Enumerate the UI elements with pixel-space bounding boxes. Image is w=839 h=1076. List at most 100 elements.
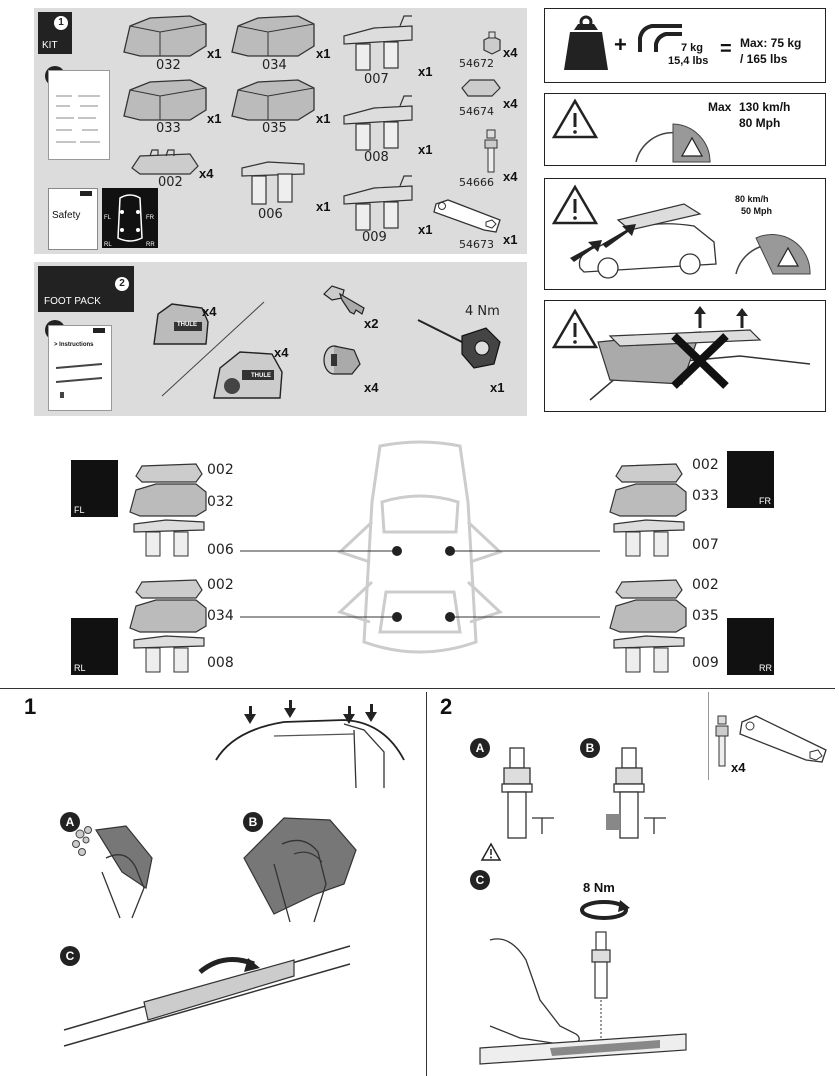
bracket-008-icon — [343, 95, 413, 151]
rr-upper: 002 — [692, 577, 719, 593]
tool-qty: x1 — [490, 380, 505, 395]
corner-fl-label: FL — [74, 505, 85, 515]
warning-small-icon — [480, 842, 502, 861]
footpack-booklet-logo — [93, 328, 105, 333]
stack-right-top-icon — [609, 463, 687, 557]
foot-unit-2-icon — [213, 351, 283, 399]
kit-qty-12: x1 — [503, 232, 518, 247]
lock-cylinder-icon — [323, 345, 361, 375]
kit-code-3: 035 — [262, 121, 287, 136]
plate-54673-icon — [433, 199, 501, 233]
bars-icon — [55, 363, 103, 398]
torque-tool-icon — [417, 319, 501, 369]
pad-034-icon — [231, 15, 315, 57]
step-2-number: 2 — [440, 694, 453, 719]
key-qty: x2 — [364, 316, 379, 331]
kit-qty-7: x1 — [418, 142, 433, 157]
rl-upper: 002 — [207, 577, 234, 593]
safety-booklet-logo — [80, 191, 92, 196]
kit-qty-9: x4 — [503, 45, 518, 60]
plus-sign: + — [614, 32, 627, 57]
rl-mid: 034 — [207, 608, 234, 624]
pad-032-icon — [123, 15, 207, 57]
kit-code-7: 008 — [364, 150, 389, 165]
corner-fr-card — [727, 451, 774, 508]
step2-a-badge: A — [470, 738, 490, 758]
bolt-54666-icon — [484, 129, 498, 173]
step2-c-badge: C — [470, 870, 490, 890]
section-divider-h — [0, 688, 835, 689]
divider-line — [161, 301, 265, 397]
kit-code-6: 007 — [364, 72, 389, 87]
stack-right-bottom-icon — [609, 579, 687, 673]
fr-mid: 033 — [692, 488, 719, 504]
step1-c-badge: C — [60, 946, 80, 966]
max-speed-label: Max — [708, 100, 732, 114]
bolt-alt-illustration — [606, 747, 666, 839]
section-divider-v — [426, 692, 427, 1076]
kit-badge: 1 — [54, 16, 68, 30]
kit-code-1: 034 — [262, 58, 287, 73]
hands-cloth-illustration — [243, 817, 357, 923]
kit-qty-0: x1 — [207, 46, 222, 61]
leader-lines — [240, 546, 600, 622]
kit-qty-10: x4 — [503, 96, 518, 111]
equals-sign: = — [720, 38, 732, 60]
fl-mid: 032 — [207, 494, 234, 510]
load-lbs: 15,4 lbs — [668, 55, 709, 67]
kit-qty-1: x1 — [316, 46, 331, 61]
kit-qty-5: x1 — [316, 199, 331, 214]
step1-b-badge: B — [243, 812, 263, 832]
corner-fr-label: FR — [759, 496, 771, 506]
speed-mph: 50 Mph — [741, 206, 773, 216]
corner-rl-card — [71, 618, 118, 675]
safety-label: Safety — [52, 210, 81, 221]
roof-arrows-illustration — [215, 700, 405, 789]
fr-low: 007 — [692, 537, 719, 553]
part-002-icon — [131, 149, 199, 175]
bracket-009-icon — [343, 175, 413, 231]
pad-035-icon — [231, 79, 315, 121]
step1-a-badge: A — [60, 812, 80, 832]
foot-qty-1: x4 — [202, 304, 217, 319]
rotate-arrow-icon — [580, 900, 630, 920]
foot-brand-2: THULE — [251, 373, 271, 379]
car-top-view — [337, 440, 503, 654]
fl-low: 006 — [207, 542, 234, 558]
kit-code-9: 54672 — [459, 57, 494, 70]
kit-booklet-lines — [56, 95, 100, 143]
step-1-number: 1 — [24, 694, 37, 719]
speed-kmh: 80 km/h — [735, 194, 769, 204]
kit-booklet — [48, 70, 110, 160]
kit-code-4: 002 — [158, 175, 183, 190]
corner-rl-label: RL — [74, 663, 86, 673]
lock-qty: x4 — [364, 380, 379, 395]
step2-kit-box — [708, 692, 836, 780]
corner-fl-card — [71, 460, 118, 517]
kit-qty-4: x4 — [199, 166, 214, 181]
foot-qty-2: x4 — [274, 345, 289, 360]
fr-upper: 002 — [692, 457, 719, 473]
bolt-plate-icon — [715, 715, 827, 767]
kit-qty-6: x1 — [418, 64, 433, 79]
rail-cleaning-illustration — [63, 945, 351, 1047]
max-speed-kmh: 130 km/h — [739, 100, 791, 114]
pos-fl: FL — [104, 215, 112, 221]
pad-033-icon — [123, 79, 207, 121]
step2-torque: 8 Nm — [583, 880, 615, 895]
warning-triangle-icon-2 — [551, 184, 599, 225]
footpack-badge: 2 — [115, 277, 129, 291]
stack-left-top-icon — [129, 463, 207, 557]
footpack-booklet-text: > Instructions — [54, 342, 94, 348]
foot-brand-1: THULE — [177, 322, 197, 328]
tool-torque: 4 Nm — [465, 304, 500, 319]
fl-upper: 002 — [207, 462, 234, 478]
hands-soap-illustration — [72, 825, 153, 919]
kit-qty-8: x1 — [418, 222, 433, 237]
weight-icon — [564, 15, 608, 70]
load-weight: 7 kg — [681, 42, 704, 54]
nut-54672-icon — [483, 31, 501, 55]
kit-code-0: 032 — [156, 58, 181, 73]
no-lift-illustration — [589, 306, 811, 401]
bracket-007-icon — [343, 15, 413, 71]
